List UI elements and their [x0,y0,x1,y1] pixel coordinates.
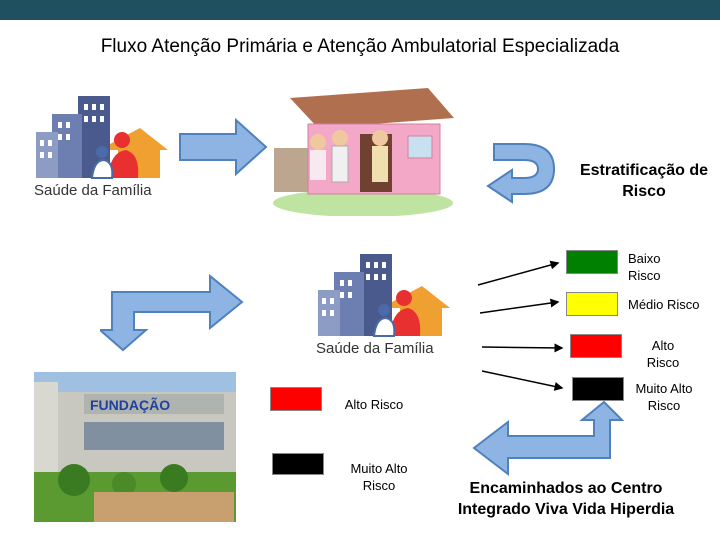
referral-label: Encaminhados ao Centro Integrado Viva Vi… [457,480,675,518]
logo-2-text: Saúde da Família [316,340,434,357]
stratification-label: Estratificação de Risco [579,162,709,200]
page-title: Fluxo Atenção Primária e Atenção Ambulat… [100,36,620,57]
arrow-medio [479,298,560,314]
swatch-muito-alto-risco [572,377,624,401]
arrow-muito-alto [481,370,564,391]
swatch-alto-risco [570,334,622,358]
clinic-house-illustration-icon [273,88,454,216]
referral-arrow-icon [472,400,624,477]
top-bar [0,0,720,20]
swatch-medio-risco [566,292,618,316]
building-sign: FUNDAÇÃO [90,396,170,413]
arrow-baixo [477,260,560,286]
fundacao-building-photo-icon: FUNDAÇÃO [34,372,236,522]
label-pc-alto-risco: Alto Risco [344,397,404,412]
right-arrow-icon [179,118,268,176]
saude-familia-logo-2-icon: Saúde da Família [316,254,450,357]
arrow-alto [481,343,564,353]
swatch-pc-muito-alto-risco [272,453,324,475]
saude-familia-logo-icon: Saúde da Família [34,96,168,199]
swatch-baixo-risco [566,250,618,274]
logo-text: Saúde da Família [34,182,152,199]
label-baixo-risco: Baixo Risco [628,251,661,283]
risk-pointer-arrows [477,260,564,391]
label-pc-muito-alto-risco: Muito Alto Risco [350,461,408,493]
swatch-pc-alto-risco [270,387,322,411]
bent-arrow-icon [100,273,244,352]
label-medio-risco: Médio Risco [628,297,700,312]
u-turn-arrow-icon [486,143,556,204]
label-muito-alto-risco: Muito Alto Risco [635,381,693,413]
label-alto-risco: Alto Risco [646,338,680,370]
